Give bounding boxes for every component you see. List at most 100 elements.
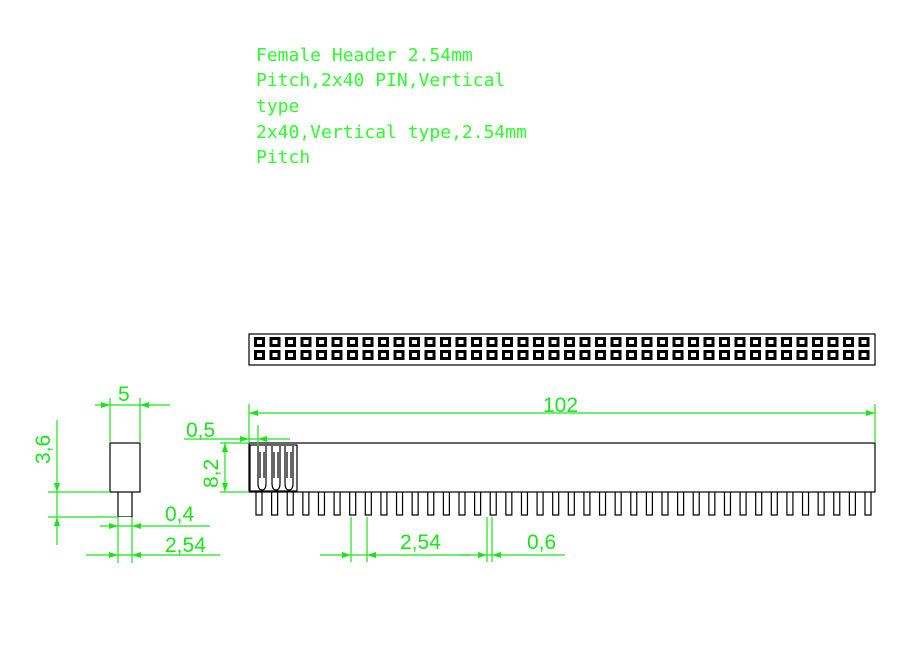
- top-pin-hole: [613, 340, 619, 344]
- pin-width-arrow-left: [478, 552, 487, 558]
- top-pin-hole: [520, 340, 526, 344]
- top-pin-hole: [660, 353, 665, 357]
- top-pin-hole: [660, 340, 665, 344]
- side-pitch-label: 2,54: [165, 534, 206, 557]
- top-view-outline: [248, 333, 876, 366]
- front-view: 102 0,5 8,2 2,54 0,6: [184, 394, 876, 562]
- top-pin-hole: [381, 353, 386, 357]
- front-pin: [723, 492, 732, 516]
- top-pin-hole: [303, 340, 309, 344]
- top-pin-hole: [272, 340, 278, 344]
- top-pin-hole: [396, 340, 402, 344]
- top-pin-hole: [815, 353, 820, 357]
- top-pin-hole: [412, 340, 417, 344]
- top-pin-hole: [427, 340, 433, 344]
- top-pin-hole: [598, 353, 603, 357]
- body-height-arrow-bottom: [222, 483, 228, 492]
- front-pin: [755, 492, 763, 516]
- top-pin-hole: [427, 353, 433, 357]
- top-pin-hole: [536, 340, 541, 344]
- top-pin-hole: [737, 340, 743, 344]
- front-pin: [317, 492, 326, 516]
- front-pin: [770, 492, 778, 516]
- description-line-2: Pitch,2x40 PIN,Vertical: [256, 70, 505, 91]
- top-pin-hole: [381, 340, 386, 344]
- description-block: Female Header 2.54mm Pitch,2x40 PIN,Vert…: [256, 45, 527, 168]
- side-width-label: 5: [118, 383, 130, 406]
- description-line-1: Female Header 2.54mm: [256, 45, 473, 66]
- top-pin-hole: [319, 340, 324, 344]
- contact-detail-1: [257, 446, 267, 491]
- front-pin: [505, 492, 513, 516]
- front-view-body: [248, 442, 876, 493]
- body-height-arrow-top: [222, 443, 228, 452]
- top-pin-hole: [629, 353, 634, 357]
- top-pin-hole: [365, 353, 371, 357]
- top-pin-hole: [272, 353, 278, 357]
- front-pin: [817, 492, 825, 516]
- front-pin: [801, 492, 810, 516]
- top-pin-hole: [396, 353, 402, 357]
- front-pin: [520, 492, 529, 516]
- front-pin: [536, 492, 544, 516]
- front-pin: [692, 492, 700, 516]
- description-line-4: 2x40,Vertical type,2.54mm: [256, 122, 527, 143]
- front-pin: [864, 492, 872, 516]
- front-view-pins: [255, 492, 872, 516]
- front-pin: [427, 492, 435, 516]
- front-pin: [677, 492, 685, 516]
- top-pin-hole: [474, 340, 479, 344]
- front-pin: [552, 492, 560, 516]
- top-pin-hole: [815, 340, 820, 344]
- top-pin-hole: [365, 340, 371, 344]
- offset-arrow-right: [258, 436, 267, 442]
- top-pin-hole: [551, 353, 557, 357]
- front-pin: [271, 492, 279, 516]
- top-view: [248, 333, 876, 366]
- front-pin: [661, 492, 669, 516]
- top-pin-hole: [675, 353, 681, 357]
- side-pitch-arrow-right: [132, 552, 141, 558]
- top-pin-hole: [784, 340, 789, 344]
- front-view-contact-detail: [249, 444, 298, 492]
- top-pin-hole: [288, 340, 293, 344]
- front-pin: [286, 492, 294, 516]
- description-line-5: Pitch: [256, 147, 310, 168]
- top-pin-hole: [768, 353, 774, 357]
- top-pin-hole: [861, 353, 867, 357]
- top-pin-hole: [489, 353, 495, 357]
- top-pin-hole: [598, 340, 603, 344]
- top-pin-hole: [257, 340, 262, 344]
- front-pin: [833, 492, 841, 516]
- pitch-arrow-right: [367, 552, 376, 558]
- top-pin-hole: [567, 353, 572, 357]
- top-pin-hole: [458, 340, 464, 344]
- top-pin-hole: [350, 340, 355, 344]
- top-pin-hole: [784, 353, 789, 357]
- front-pin: [333, 492, 341, 516]
- top-pin-hole: [412, 353, 417, 357]
- contact-detail-2: [271, 446, 281, 491]
- top-pin-hole: [520, 353, 526, 357]
- side-width-arrow-right: [140, 402, 149, 408]
- contact-detail-frame: [249, 444, 298, 492]
- top-pin-hole: [288, 353, 293, 357]
- front-pin: [255, 492, 263, 516]
- top-pin-hole: [257, 353, 262, 357]
- top-pin-hole: [474, 353, 479, 357]
- offset-arrow-left: [240, 436, 249, 442]
- top-pin-hole: [582, 340, 588, 344]
- side-height-label: 3,6: [32, 435, 55, 464]
- top-pin-hole: [334, 353, 340, 357]
- front-pin: [645, 492, 653, 516]
- side-pitch-arrow-left: [109, 552, 118, 558]
- contact-detail-3: [284, 446, 294, 491]
- top-pin-hole: [582, 353, 588, 357]
- side-height-arrow-top: [54, 483, 60, 492]
- front-pin: [598, 492, 607, 516]
- top-pin-hole: [458, 353, 464, 357]
- description-line-3: type: [256, 96, 299, 117]
- body-height-label: 8,2: [200, 459, 223, 488]
